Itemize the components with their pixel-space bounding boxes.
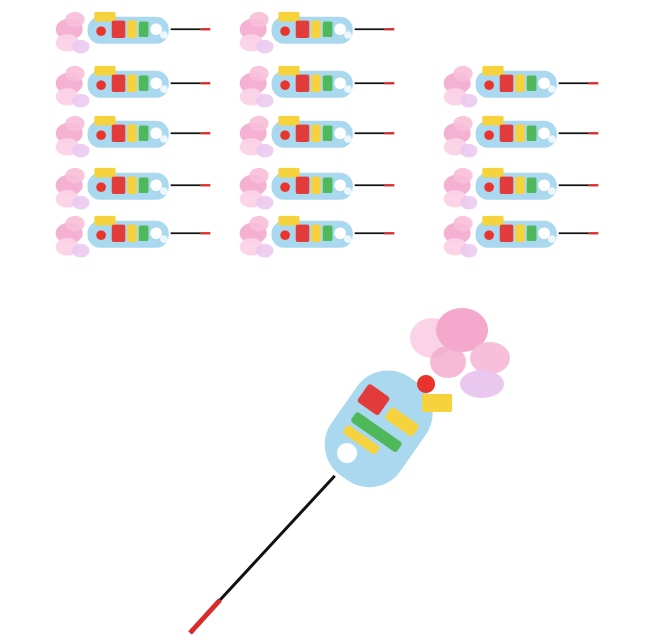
toy-thumbnail bbox=[237, 63, 397, 110]
toy-thumbnail bbox=[237, 9, 397, 56]
toy-thumbnail bbox=[237, 113, 397, 160]
large-toy bbox=[188, 308, 510, 635]
toy-thumbnail bbox=[441, 165, 601, 212]
toy-thumbnail bbox=[53, 63, 213, 110]
toy-thumbnail bbox=[441, 63, 601, 110]
toy-thumbnail bbox=[53, 213, 213, 260]
toy-thumbnail bbox=[237, 213, 397, 260]
toy-thumbnail bbox=[53, 9, 213, 56]
toy-thumbnail bbox=[441, 113, 601, 160]
toy-grid bbox=[53, 9, 601, 260]
toy-thumbnail bbox=[441, 213, 601, 260]
toy-thumbnail bbox=[53, 113, 213, 160]
toy-thumbnail bbox=[237, 165, 397, 212]
toy-thumbnail bbox=[53, 165, 213, 212]
